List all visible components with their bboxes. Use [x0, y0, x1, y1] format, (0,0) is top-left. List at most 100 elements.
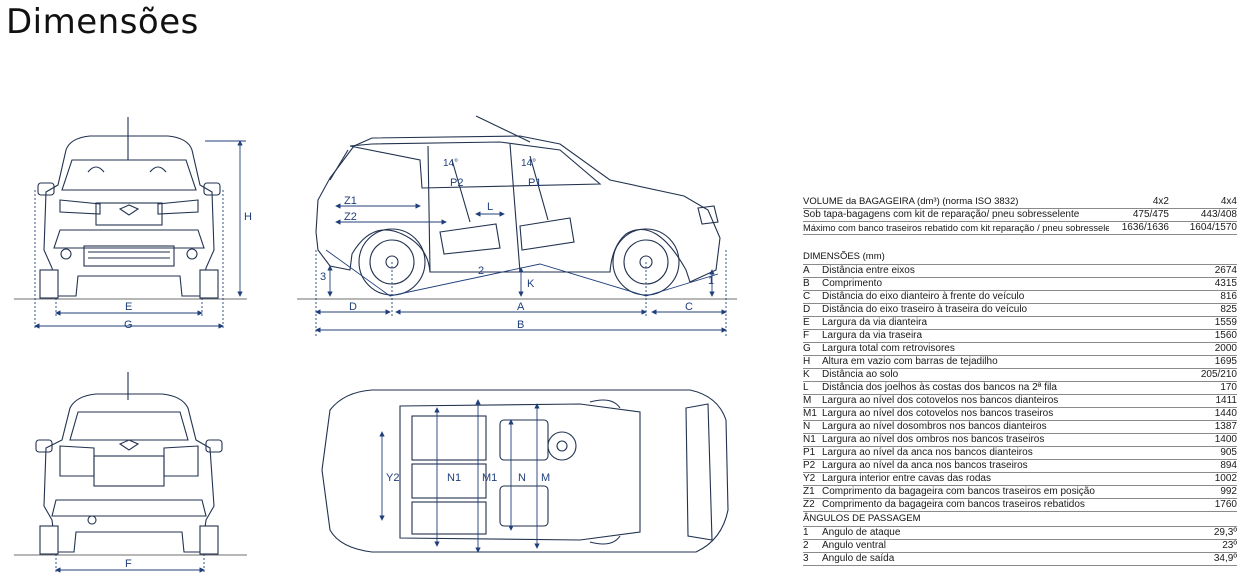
label-p2: P2	[450, 177, 463, 189]
row-value: 1559	[1214, 317, 1237, 328]
label-angle-3: 3	[320, 271, 326, 283]
row-label: Largura ao nível da anca nos bancos dian…	[822, 447, 1033, 458]
side-view	[315, 115, 721, 297]
label-h: H	[244, 211, 252, 223]
label-seat-angle-rear: 14°	[443, 158, 458, 169]
row-label: Ângulo de ataque	[822, 527, 901, 538]
row-label: Distância do eixo traseiro à traseira do…	[822, 304, 1028, 315]
label-k: K	[527, 278, 535, 290]
row-label: Largura ao nível dosombros nos bancos di…	[822, 421, 1047, 432]
row-key: F	[803, 330, 810, 341]
row-label: Comprimento da bagageira com bancos tras…	[822, 499, 1085, 510]
table-row: Z1 Comprimento da bagageira com bancos tr…	[803, 486, 1237, 499]
dimensions-heading: DIMENSÕES (mm)	[803, 251, 1237, 265]
row-key: G	[803, 343, 811, 354]
row-value: 905	[1220, 447, 1237, 458]
label-g: G	[124, 319, 133, 331]
table-row: P1 Largura ao nível da anca nos bancos di…	[803, 447, 1237, 460]
label-z2: Z2	[344, 211, 357, 223]
row-key: L	[803, 382, 809, 393]
row-value: 2000	[1214, 343, 1237, 354]
row-key: Y2	[803, 473, 816, 484]
row-value: 1760	[1214, 499, 1237, 510]
row-label: Distância do eixo dianteiro à frente do …	[822, 291, 1025, 302]
front-view	[37, 117, 221, 299]
row-label: Distância ao solo	[822, 369, 899, 380]
row-value: 1695	[1214, 356, 1237, 367]
row-label: Largura da via dianteira	[822, 317, 928, 328]
row-label: Largura ao nível dos cotovelos nos banco…	[822, 408, 1054, 419]
row-label: Largura interior entre cavas das rodas	[822, 473, 991, 484]
label-c: C	[685, 301, 693, 313]
label-angle-1: 1	[708, 275, 714, 287]
row-value: 1560	[1214, 330, 1237, 341]
row-key: M1	[803, 408, 817, 419]
top-view	[321, 389, 729, 553]
row-key: Z1	[803, 486, 815, 497]
row-key: P1	[803, 447, 816, 458]
row-value: 29,3º	[1213, 527, 1237, 538]
row-value: 1411	[1215, 395, 1237, 406]
vehicle-dimension-drawings: H E G A B C	[14, 115, 737, 574]
row-key: 1	[803, 527, 809, 538]
row-value: 205/210	[1200, 369, 1237, 380]
row-key: K	[803, 369, 810, 380]
label-n1: N1	[447, 472, 461, 484]
row-label: Largura ao nível dos ombros nos bancos t…	[822, 434, 1045, 445]
row-value: 894	[1220, 460, 1237, 471]
row-value: 170	[1220, 382, 1237, 393]
row-label: Comprimento da bagageira com bancos tras…	[822, 486, 1095, 497]
page-title: Dimensões	[6, 2, 199, 42]
table-row: Z2 Comprimento da bagageira com bancos tr…	[803, 499, 1237, 512]
row-label: Ângulo ventral	[822, 540, 886, 551]
table-row: M1 Largura ao nível dos cotovelos nos ban…	[803, 408, 1237, 421]
label-seat-angle-front: 14°	[521, 158, 536, 169]
row-value: 825	[1220, 304, 1237, 315]
row-value: 1002	[1214, 473, 1237, 484]
label-p1: P1	[528, 177, 541, 189]
row-key: 3	[803, 553, 809, 564]
luggage-col-4x2: 4x2	[1152, 196, 1169, 207]
row-label: Largura ao nível da anca nos bancos tras…	[822, 460, 1028, 471]
label-angle-2: 2	[478, 265, 484, 277]
label-e: E	[125, 301, 132, 313]
luggage-col-4x4: 4x4	[1220, 196, 1237, 207]
row-value: 1400	[1214, 434, 1237, 445]
label-f: F	[125, 558, 132, 570]
label-a: A	[517, 301, 525, 313]
row-key: N1	[803, 434, 816, 445]
table-row: Y2 Largura interior entre cavas das rodas…	[803, 473, 1237, 486]
row-key: 2	[803, 540, 809, 551]
row-value: 2674	[1214, 265, 1237, 276]
row-label: Altura em vazio com barras de tejadilho	[822, 356, 998, 367]
row-key: N	[803, 421, 811, 432]
row-value: 992	[1220, 486, 1237, 497]
label-d: D	[349, 301, 357, 313]
row-label: Ângulo de saída	[822, 553, 895, 564]
row-key: A	[803, 265, 810, 276]
row-value: 816	[1220, 291, 1237, 302]
row-label: Comprimento	[822, 278, 883, 289]
label-m: M	[541, 472, 550, 484]
row-value: 1440	[1214, 408, 1237, 419]
label-n: N	[518, 472, 526, 484]
label-z1: Z1	[344, 195, 357, 207]
row-key: M	[803, 395, 812, 406]
label-y2: Y2	[386, 472, 399, 484]
luggage-volume-table: VOLUME da BAGAGEIRA (dm³) (norma ISO 383…	[803, 195, 1237, 235]
row-value: 4315	[1214, 278, 1237, 289]
table-row: N1 Largura ao nível dos ombros nos bancos…	[803, 434, 1237, 447]
row-key: Z2	[803, 499, 815, 510]
